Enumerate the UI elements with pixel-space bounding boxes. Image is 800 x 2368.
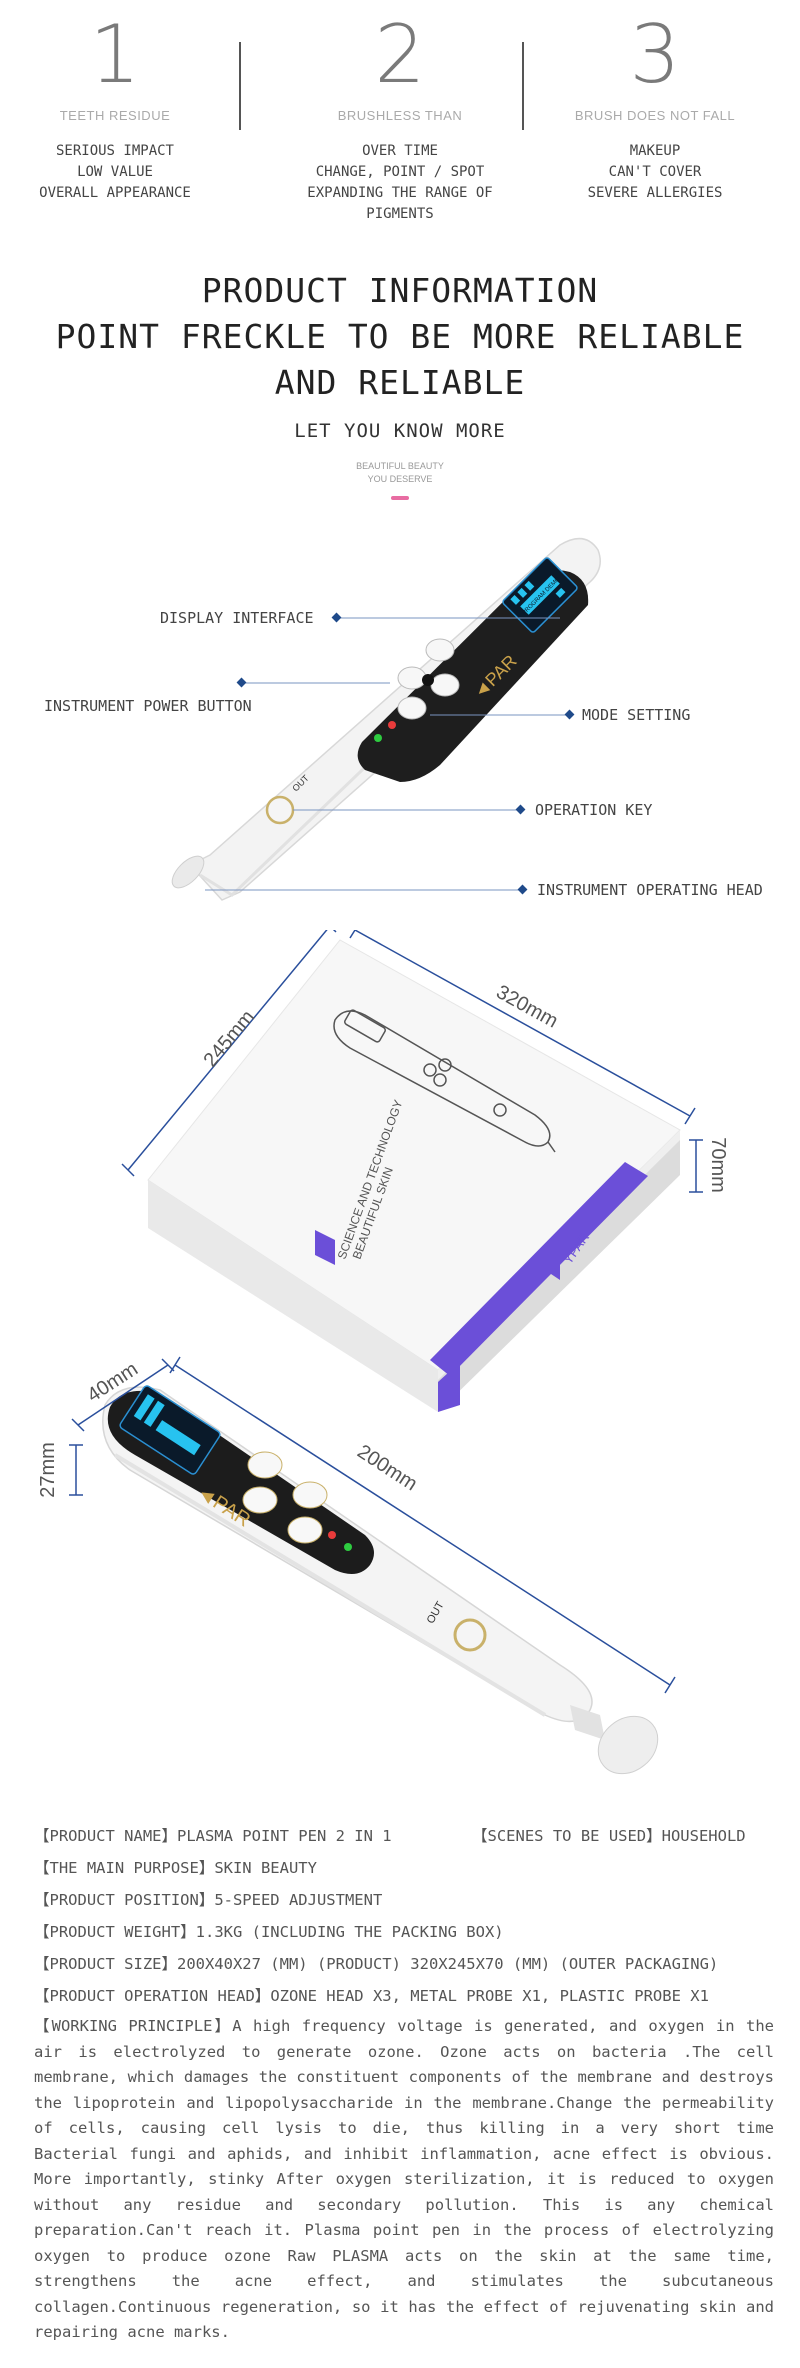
brand-logo-icon [545, 1260, 560, 1280]
step-subtitle: TEETH RESIDUE [59, 108, 171, 123]
box-diagram: SCIENCE AND TECHNOLOGY BEAUTIFUL SKIN YP… [121, 930, 729, 1412]
steps-section: 1 TEETH RESIDUE SERIOUS IMPACT LOW VALUE… [0, 0, 800, 223]
pen-height-label: 27mm [37, 1442, 59, 1498]
step-divider [239, 42, 241, 130]
spec-row: 【PRODUCT OPERATION HEAD】OZONE HEAD X3, M… [34, 1980, 774, 2012]
step-1: 1 TEETH RESIDUE SERIOUS IMPACT LOW VALUE… [0, 10, 230, 204]
spec-value: 5-SPEED ADJUSTMENT [214, 1891, 383, 1909]
pen-dimension-diagram: ◄PAR OUT 40mm 27mm 200mm [37, 1356, 676, 1775]
step-description: MAKEUP CAN'T COVER SEVERE ALLERGIES [587, 143, 723, 201]
dim-pen-length [169, 1356, 676, 1694]
info-title-line: AND RELIABLE [274, 363, 526, 402]
product-info-heading: PRODUCT INFORMATION POINT FRECKLE TO BE … [0, 268, 800, 500]
step-number: 3 [629, 8, 681, 101]
spec-value: A high frequency voltage is generated, a… [34, 2017, 774, 2341]
mode-button[interactable] [430, 673, 460, 697]
callout-operation: OPERATION KEY [293, 801, 652, 819]
box-height-label: 70mm [707, 1137, 729, 1193]
spec-label: 【THE MAIN PURPOSE】 [34, 1859, 215, 1877]
info-tagline: BEAUTIFUL BEAUTY YOU DESERVE [356, 461, 444, 484]
svg-text:OPERATION KEY: OPERATION KEY [535, 801, 652, 819]
status-led-icon [374, 734, 382, 742]
info-title-line: POINT FRECKLE TO BE MORE RELIABLE [55, 317, 745, 356]
packaging-box: SCIENCE AND TECHNOLOGY BEAUTIFUL SKIN YP… [147, 939, 681, 1412]
device-diagram: PROGRAM DEMO ◄PAR OUT DISPLAY INTERFACE [44, 537, 763, 901]
spec-label: 【PRODUCT OPERATION HEAD】 [34, 1987, 271, 2005]
operating-head [171, 855, 205, 889]
dim-width [121, 930, 337, 1177]
spec-row: 【PRODUCT NAME】PLASMA POINT PEN 2 IN 1 【S… [34, 1820, 774, 1852]
callout-power: INSTRUMENT POWER BUTTON [44, 677, 390, 715]
spec-value: OZONE HEAD X3, METAL PROBE X1, PLASTIC P… [270, 1987, 709, 2005]
callout-head: INSTRUMENT OPERATING HEAD [205, 881, 763, 899]
svg-text:INSTRUMENT OPERATING HEAD: INSTRUMENT OPERATING HEAD [537, 881, 763, 899]
step-description: OVER TIME CHANGE, POINT / SPOT EXPANDING… [307, 143, 493, 222]
step-subtitle: BRUSHLESS THAN [337, 108, 463, 123]
spec-value: HOUSEHOLD [661, 1827, 746, 1845]
svg-text:INSTRUMENT POWER BUTTON: INSTRUMENT POWER BUTTON [44, 697, 252, 715]
center-button[interactable] [422, 674, 434, 686]
spec-label: 【PRODUCT NAME】 [34, 1827, 177, 1845]
step-subtitle: BRUSH DOES NOT FALL [574, 108, 736, 123]
status-led-icon [328, 1531, 336, 1539]
spec-row: 【PRODUCT WEIGHT】1.3KG (INCLUDING THE PAC… [34, 1916, 774, 1948]
mode-button[interactable] [397, 696, 427, 720]
spec-label: 【WORKING PRINCIPLE】 [34, 2017, 233, 2035]
svg-text:DISPLAY INTERFACE: DISPLAY INTERFACE [160, 609, 314, 627]
step-3: 3 BRUSH DOES NOT FALL MAKEUP CAN'T COVER… [540, 10, 770, 204]
info-subtitle: LET YOU KNOW MORE [294, 420, 506, 442]
step-2: 2 BRUSHLESS THAN OVER TIME CHANGE, POINT… [278, 10, 522, 225]
spec-label: 【SCENES TO BE USED】 [472, 1827, 662, 1845]
spec-value: 200X40X27 (MM) (PRODUCT) 320X245X70 (MM)… [176, 1955, 719, 1973]
svg-text:MODE SETTING: MODE SETTING [582, 706, 690, 724]
mode-buttons [397, 638, 460, 720]
step-divider [522, 42, 524, 130]
mode-button[interactable] [397, 666, 427, 690]
mode-button[interactable] [425, 638, 455, 662]
spec-label: 【PRODUCT POSITION】 [34, 1891, 215, 1909]
spec-scene: 【SCENES TO BE USED】HOUSEHOLD [472, 1820, 746, 1852]
spec-row: 【PRODUCT SIZE】200X40X27 (MM) (PRODUCT) 3… [34, 1948, 774, 1980]
status-led-icon [388, 721, 396, 729]
info-title-line: PRODUCT INFORMATION [201, 271, 599, 310]
operating-head [597, 1715, 659, 1775]
spec-row: 【PRODUCT POSITION】5-SPEED ADJUSTMENT [34, 1884, 774, 1916]
mode-button[interactable] [287, 1516, 323, 1544]
step-number: 2 [374, 8, 426, 101]
spec-row: 【THE MAIN PURPOSE】SKIN BEAUTY [34, 1852, 774, 1884]
step-number: 1 [89, 8, 141, 101]
step-description: SERIOUS IMPACT LOW VALUE OVERALL APPEARA… [39, 143, 191, 201]
working-principle: 【WORKING PRINCIPLE】A high frequency volt… [34, 2014, 774, 2346]
dim-height [689, 1139, 703, 1193]
product-specs: 【PRODUCT NAME】PLASMA POINT PEN 2 IN 1 【S… [34, 1820, 774, 2346]
callout-display: DISPLAY INTERFACE [160, 609, 560, 627]
spec-label: 【PRODUCT WEIGHT】 [34, 1923, 196, 1941]
callout-mode: MODE SETTING [430, 706, 690, 724]
status-led-icon [344, 1543, 352, 1551]
mode-button[interactable] [242, 1486, 278, 1514]
mode-button[interactable] [247, 1451, 283, 1479]
spec-value: SKIN BEAUTY [214, 1859, 317, 1877]
plasma-pen-large: ◄PAR OUT [102, 1385, 659, 1775]
dim-length [349, 930, 696, 1125]
spec-label: 【PRODUCT SIZE】 [34, 1955, 177, 1973]
plasma-pen: PROGRAM DEMO ◄PAR OUT [171, 537, 601, 901]
dim-pen-height [69, 1444, 83, 1496]
mode-button[interactable] [292, 1481, 328, 1509]
out-button[interactable] [265, 795, 295, 825]
spec-value: 1.3KG (INCLUDING THE PACKING BOX) [195, 1923, 504, 1941]
out-button[interactable] [453, 1618, 487, 1652]
accent-bar [391, 496, 409, 500]
spec-value: PLASMA POINT PEN 2 IN 1 [176, 1827, 392, 1845]
